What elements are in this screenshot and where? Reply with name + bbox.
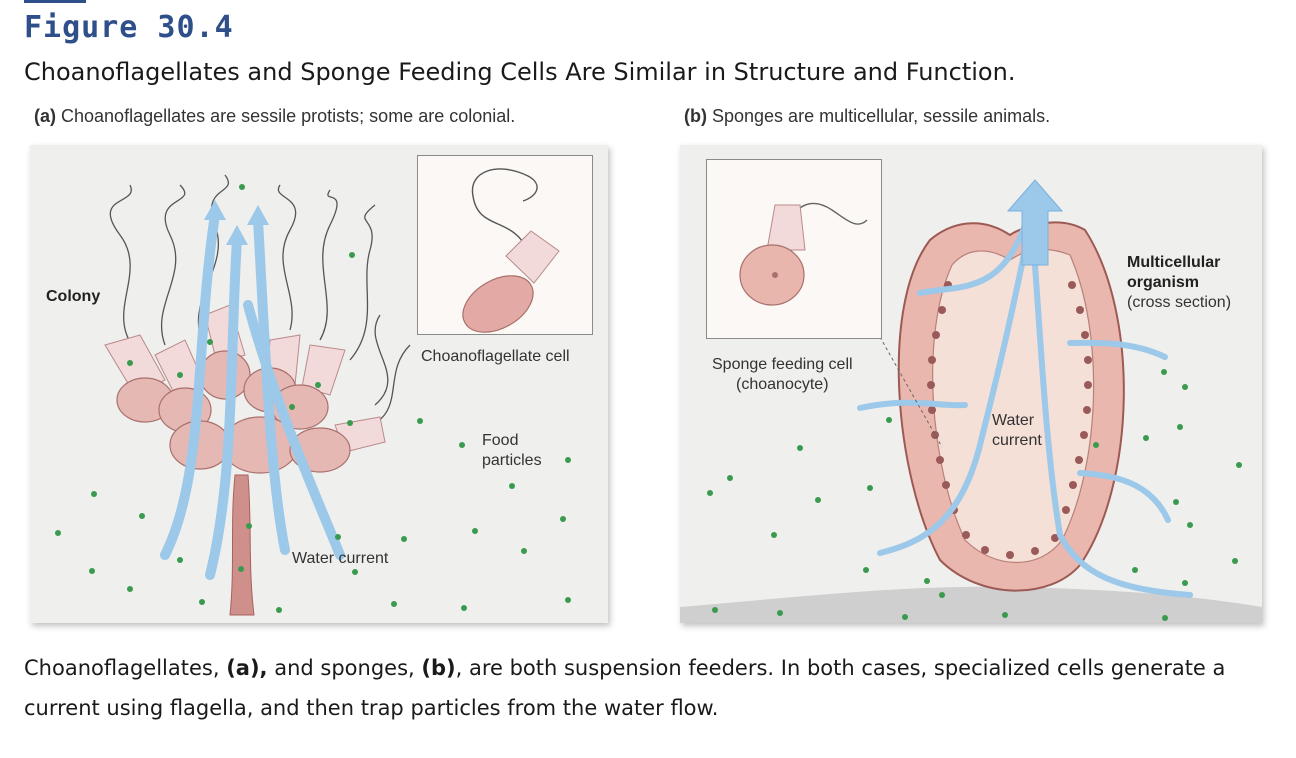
panel-a-heading-text: Choanoflagellates are sessile protists; … (61, 106, 516, 126)
caption-part-3: , are both suspension feeders. In both c… (24, 656, 1226, 720)
sponge-cross-section-drawing (680, 179, 1262, 623)
panel-b-letter: (b) (684, 106, 707, 126)
colony-stalk (229, 474, 255, 616)
panel-b-heading-text: Sponges are multicellular, sessile anima… (712, 106, 1051, 126)
outflow-arrow (1006, 179, 1064, 266)
choanocyte-inset (706, 159, 882, 339)
panel-b-heading: (b) Sponges are multicellular, sessile a… (684, 106, 1050, 127)
sponge-feeding-cell-label: Sponge feeding cell (choanocyte) (712, 356, 853, 393)
panel-a-letter: (a) (34, 106, 56, 126)
caption-ref-a: (a), (226, 656, 268, 680)
caption-part-2: and sponges, (267, 656, 422, 680)
choanoflagellate-cell-label: Choanoflagellate cell (421, 348, 570, 365)
single-cell-drawing (462, 168, 560, 333)
cross-section-label: (cross section) (1127, 294, 1232, 311)
figure-title: Choanoflagellates and Sponge Feeding Cel… (24, 58, 1016, 86)
water-arrowheads (204, 200, 269, 245)
sponge-water-current-label: Water current (992, 412, 1042, 449)
food-particles (55, 184, 571, 613)
panel-b-illustration: Multicellular organism (cross section) S… (680, 145, 1262, 623)
choanoflagellate-cell-inset (417, 155, 593, 335)
choanocyte-lining (927, 281, 1092, 559)
multicellular-organism-label: Multicellular organism (1127, 254, 1221, 291)
choanocyte-drawing (739, 202, 868, 306)
choanoflagellate-colony-drawing (55, 174, 571, 616)
water-current-arrows (160, 210, 345, 580)
seafloor (680, 586, 1262, 623)
panel-a-illustration: Colony Choanoflagellate cell Food partic… (30, 145, 608, 623)
top-rule (24, 0, 86, 3)
sponge-food-particles (707, 369, 1242, 621)
sponge-water-arrows (857, 222, 1193, 598)
colony-label: Colony (46, 288, 101, 305)
caption-ref-b: (b) (421, 656, 456, 680)
figure-number: Figure 30.4 (24, 10, 234, 45)
panel-a-heading: (a) Choanoflagellates are sessile protis… (34, 106, 515, 127)
figure-caption: Choanoflagellates, (a), and sponges, (b)… (24, 648, 1264, 728)
food-particles-label: Food particles (482, 432, 542, 469)
caption-part-1: Choanoflagellates, (24, 656, 227, 680)
water-current-label: Water current (292, 550, 389, 567)
